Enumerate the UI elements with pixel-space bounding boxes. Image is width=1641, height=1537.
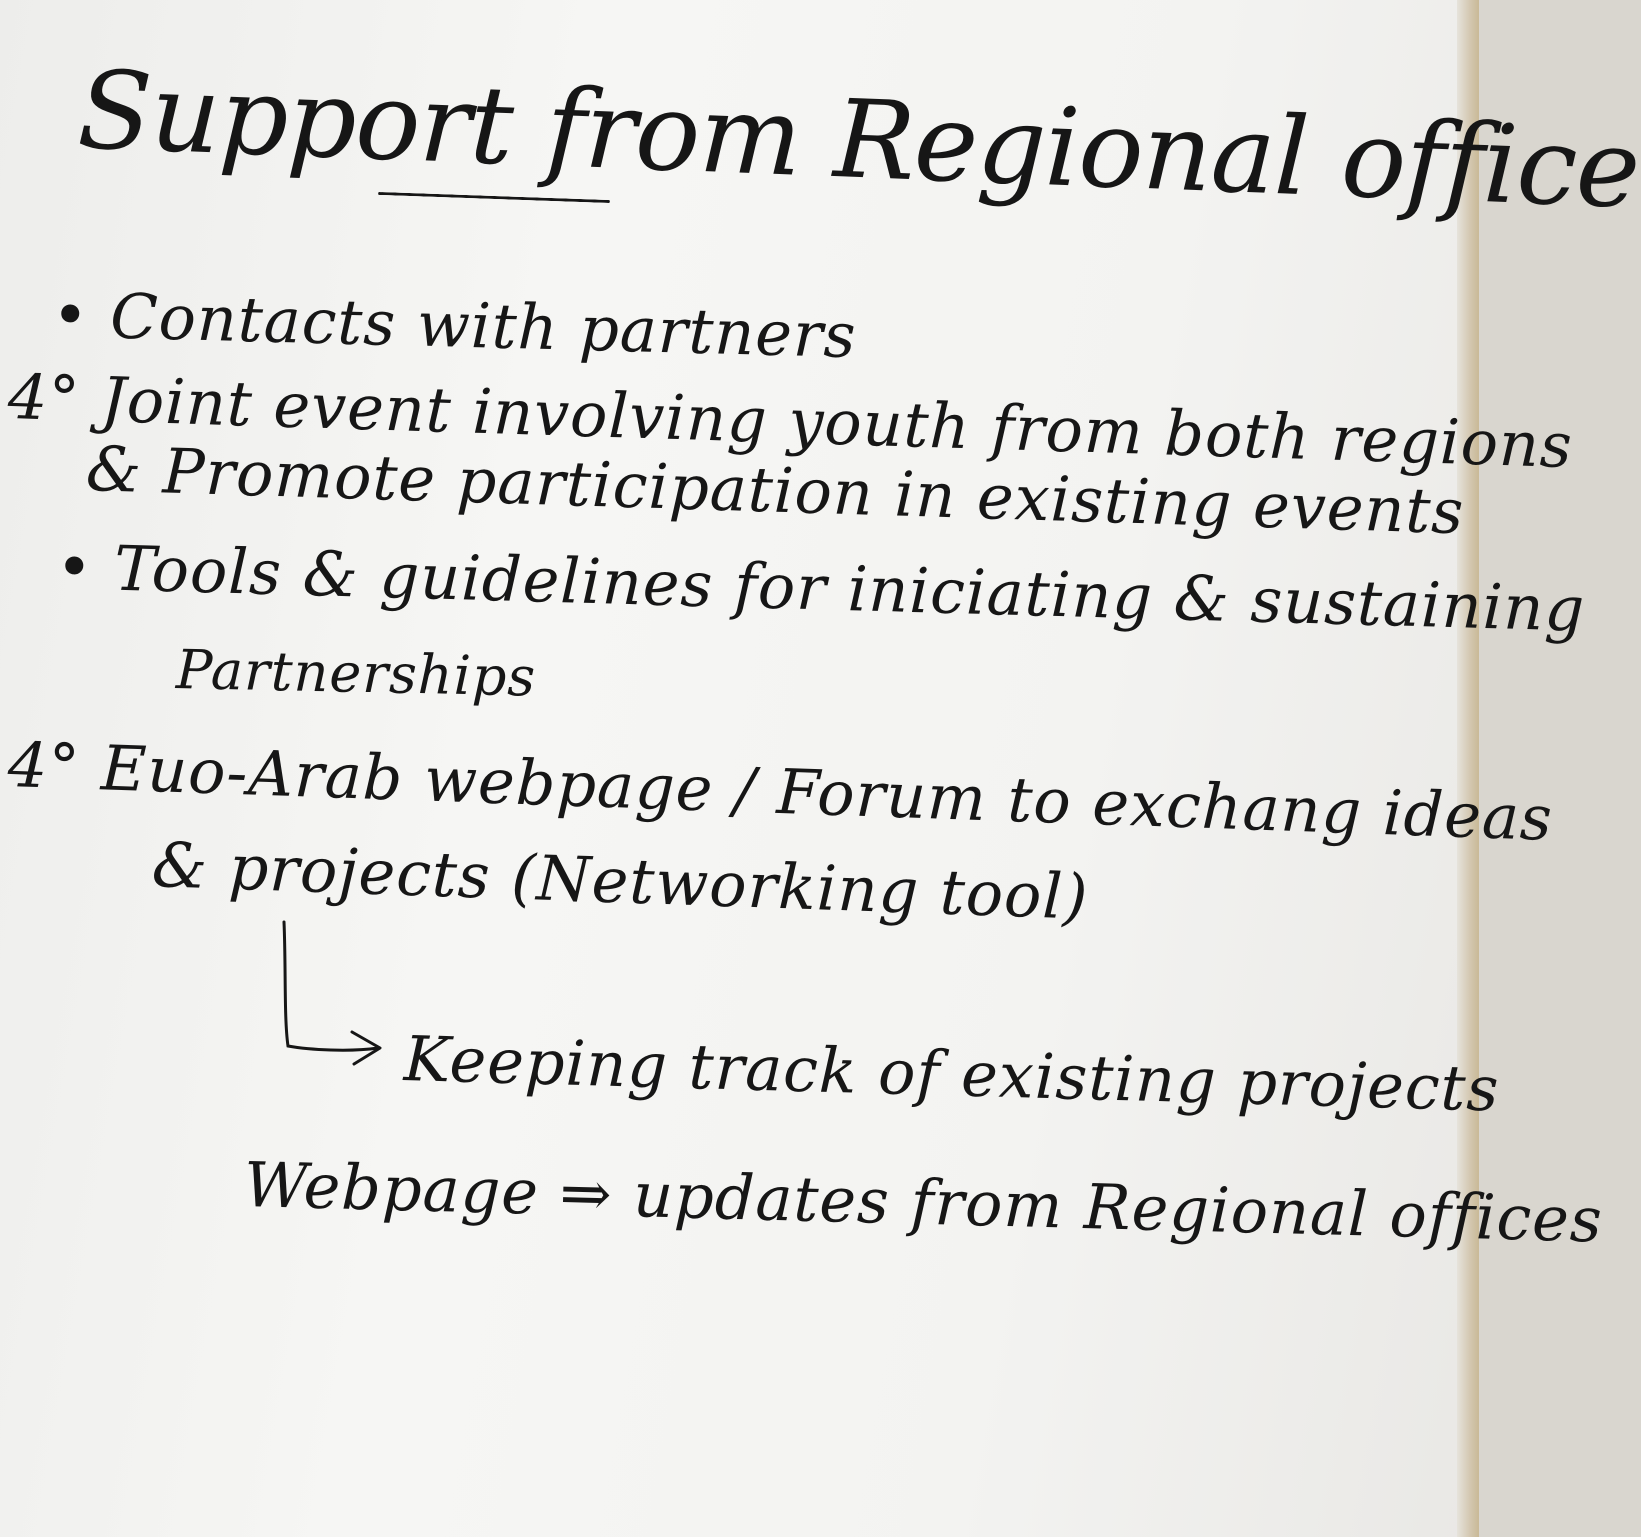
note-line-partnerships: Partnerships bbox=[175, 638, 537, 709]
note-line-tools: • Tools & guidelines for iniciating & su… bbox=[54, 530, 1587, 646]
title-underline bbox=[378, 191, 610, 204]
sheet-title: Support from Regional office bbox=[75, 48, 1641, 233]
note-line-contacts: • Contacts with partners bbox=[51, 278, 858, 373]
bent-arrow-icon bbox=[282, 920, 382, 1066]
easel-edge bbox=[1457, 0, 1479, 1537]
note-line-webpage-updates: Webpage ⇒ updates from Regional offices bbox=[243, 1148, 1604, 1257]
note-line-keeping-track: Keeping track of existing projects bbox=[402, 1022, 1501, 1126]
